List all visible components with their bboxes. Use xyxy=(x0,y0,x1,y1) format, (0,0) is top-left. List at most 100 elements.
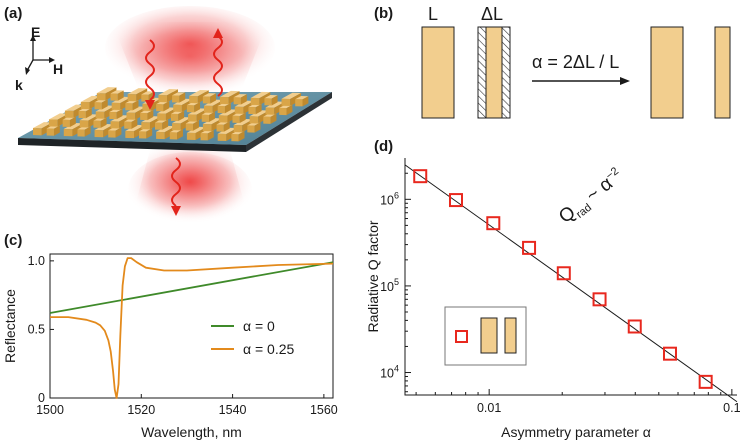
resonator-front xyxy=(109,111,117,120)
resonator-front xyxy=(202,124,212,132)
resonator-top xyxy=(111,96,132,104)
resonator-top xyxy=(125,124,145,132)
resonator-side xyxy=(179,92,186,103)
resonator-top xyxy=(96,87,117,94)
resonator-side xyxy=(286,104,293,116)
resonator-front xyxy=(188,114,197,122)
reflected-arrowhead xyxy=(213,28,223,38)
resonator-top xyxy=(250,91,271,99)
transform-arrowhead xyxy=(620,77,630,85)
data-point xyxy=(627,319,642,334)
inset-bar-long xyxy=(480,317,498,354)
resonator-front xyxy=(127,94,137,102)
resonator-top xyxy=(80,95,101,103)
gold-resonator-array xyxy=(33,87,309,142)
asymmetry-formula: α = 2ΔL / L xyxy=(532,52,620,72)
resonator-side xyxy=(146,128,153,139)
resonator-side xyxy=(178,110,185,122)
resonator-front xyxy=(63,129,73,137)
delta-length-label: ΔL xyxy=(481,4,504,24)
x-axis-label: Asymmetry parameter α xyxy=(501,424,651,440)
resonator-front xyxy=(110,93,118,101)
resonator-front xyxy=(173,104,182,112)
resonator-front xyxy=(126,112,136,120)
resonator-front xyxy=(169,132,178,140)
resonator-front xyxy=(295,99,303,107)
resonator-top xyxy=(110,90,124,94)
incident-glow-halo xyxy=(105,6,275,90)
resonator-front xyxy=(185,123,194,131)
x-tick-label: 1560 xyxy=(310,403,338,417)
resonator-top xyxy=(64,104,85,111)
resonator-front xyxy=(158,94,168,103)
resonator-top xyxy=(172,117,192,124)
resonator-front xyxy=(80,101,90,110)
hatched-cut-right xyxy=(501,26,511,119)
data-point xyxy=(413,169,428,184)
resonator-front xyxy=(125,103,133,111)
resonator-front xyxy=(231,134,239,142)
resonator-side xyxy=(254,122,261,133)
resonator-top xyxy=(94,123,115,131)
resonator-front xyxy=(96,93,106,101)
panel-b-label: (b) xyxy=(374,5,394,22)
resonator-front xyxy=(157,113,166,121)
resonator-front xyxy=(139,131,147,139)
resonator-side xyxy=(132,100,139,111)
resonator-top xyxy=(265,101,286,108)
resonator-front xyxy=(172,95,180,103)
resonator-side xyxy=(223,121,230,132)
resonator-side xyxy=(207,130,214,141)
resonator-front xyxy=(77,129,85,137)
y-tick-label: 105 xyxy=(380,277,399,294)
resonator-front xyxy=(94,102,102,110)
resonator-top xyxy=(234,100,255,107)
resonator-front xyxy=(219,96,229,105)
resonator-top xyxy=(204,99,224,106)
resonator-top xyxy=(158,89,178,96)
resonator-top xyxy=(172,92,186,96)
resonator-side xyxy=(271,95,278,106)
resonator-front xyxy=(250,97,260,106)
resonator-front xyxy=(62,119,70,127)
resonator-top xyxy=(188,108,208,115)
resonator-front xyxy=(201,114,210,123)
transmitted-arrowhead xyxy=(171,206,181,216)
resonator-side xyxy=(117,90,124,101)
resonator-top xyxy=(156,125,176,133)
resonator-front xyxy=(111,102,121,111)
resonator-front xyxy=(216,124,224,132)
resonator-top xyxy=(219,90,240,98)
resonator-front xyxy=(170,113,179,122)
incident-arrowhead xyxy=(145,100,155,110)
resonator-side xyxy=(194,102,201,113)
resonator-side xyxy=(193,120,199,131)
full-bar xyxy=(421,26,455,119)
reflected-wave-arrow xyxy=(213,35,223,97)
resonator-front xyxy=(154,122,163,130)
resonator-front xyxy=(265,107,275,115)
resonator-front xyxy=(234,106,244,114)
resonator-top xyxy=(189,89,209,97)
resonator-top xyxy=(95,105,116,112)
resonator-front xyxy=(125,130,135,139)
resonator-side xyxy=(255,103,262,115)
resonator-front xyxy=(204,105,213,113)
resonator-front xyxy=(95,111,105,119)
resonator-top xyxy=(281,92,302,100)
y-tick-label: 106 xyxy=(380,190,399,207)
x-tick-label: 1540 xyxy=(219,403,247,417)
resonator-top xyxy=(141,91,155,95)
fit-line xyxy=(404,164,738,403)
substrate-side-edge xyxy=(246,92,332,152)
resonator-front xyxy=(247,125,255,133)
resonator-top xyxy=(217,127,238,134)
transmitted-wave-arrow xyxy=(171,157,181,207)
resonator-front xyxy=(33,128,42,136)
y-axis-label: Radiative Q factor xyxy=(365,220,381,332)
resonator-side xyxy=(238,131,245,142)
resonator-front xyxy=(186,132,196,141)
resonator-top xyxy=(295,95,309,100)
resonator-front xyxy=(79,120,89,128)
